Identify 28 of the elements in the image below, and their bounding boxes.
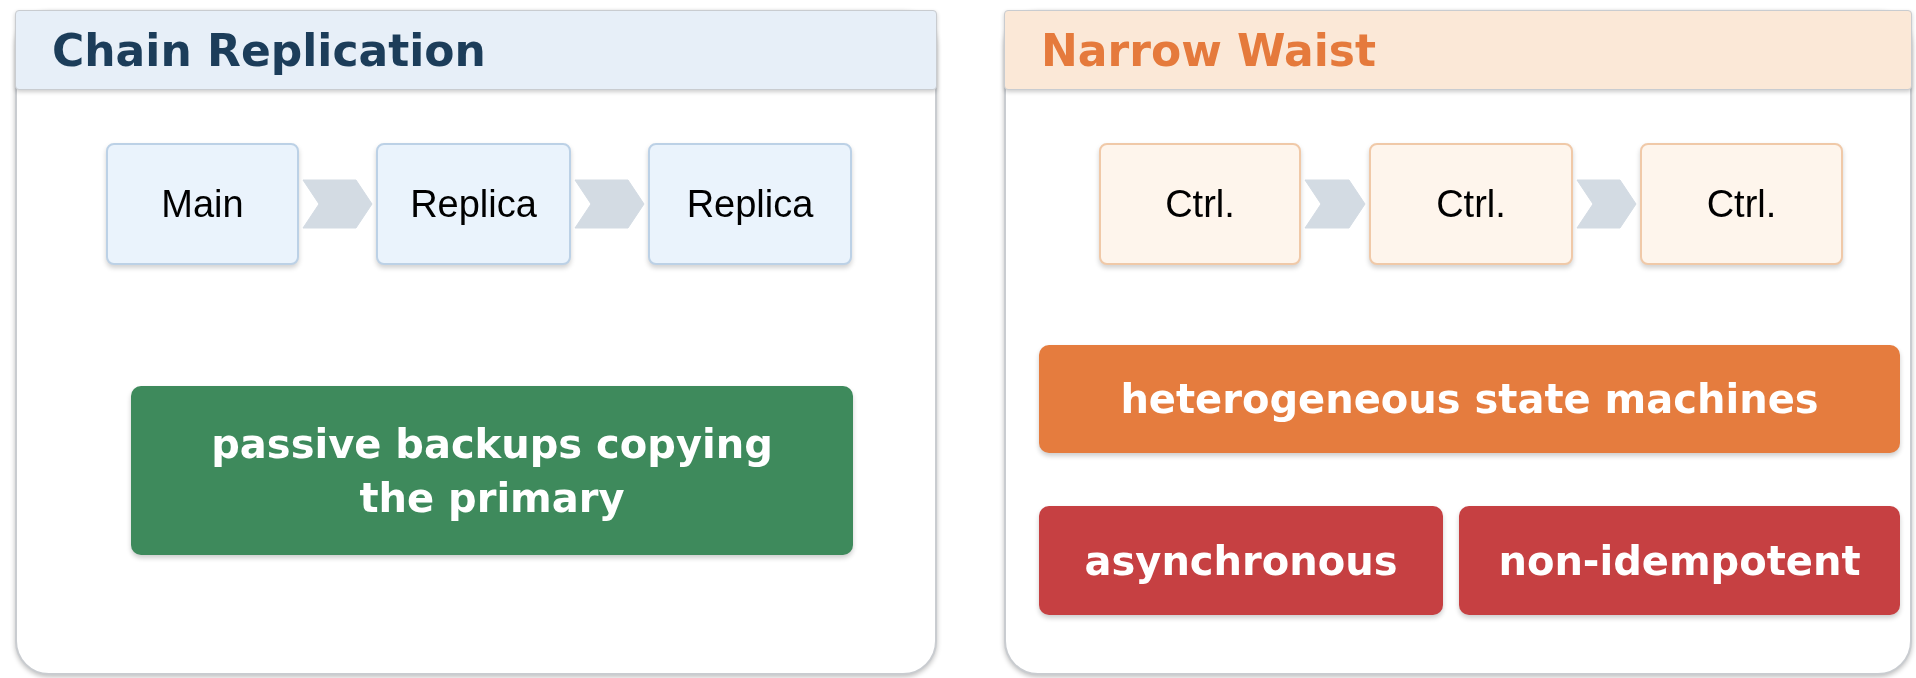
node-box — [1099, 143, 1301, 265]
chevron-arrow — [574, 179, 645, 229]
property-box — [131, 386, 853, 555]
node-label: Ctrl. — [1165, 182, 1235, 226]
panel-card — [15, 10, 937, 675]
node-label: Main — [161, 182, 244, 226]
node-label: Replica — [686, 182, 814, 226]
node-label: Ctrl. — [1436, 182, 1506, 226]
node-box — [648, 143, 852, 265]
property-label: non-idempotent — [1498, 536, 1861, 586]
node-box — [1369, 143, 1573, 265]
node-box — [1640, 143, 1843, 265]
property-label: passive backups copying the primary — [211, 419, 773, 523]
panel-title: Narrow Waist — [1004, 10, 1912, 90]
node-box — [376, 143, 571, 265]
property-box — [1039, 506, 1443, 615]
panel-card — [1004, 10, 1912, 675]
node-box — [106, 143, 299, 265]
chevron-arrow — [302, 179, 373, 229]
property-box — [1459, 506, 1900, 615]
node-label: Replica — [410, 182, 537, 226]
property-box — [1039, 345, 1900, 453]
node-label: Ctrl. — [1706, 182, 1777, 226]
chevron-arrow — [1304, 179, 1366, 229]
property-label: asynchronous — [1084, 536, 1398, 586]
property-label: heterogeneous state machines — [1120, 375, 1819, 424]
chevron-arrow — [1576, 179, 1637, 229]
panel-title: Chain Replication — [15, 10, 937, 90]
